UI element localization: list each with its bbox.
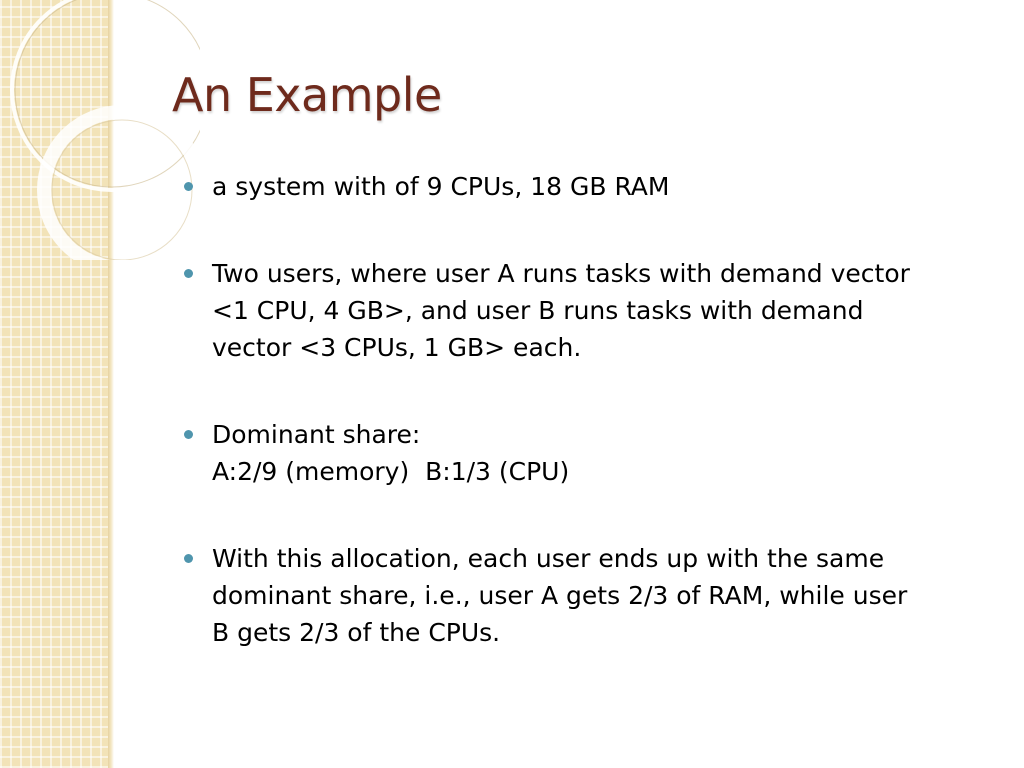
bullet-text-line: vector <3 CPUs, 1 GB> each. (212, 333, 582, 362)
bullet-dot-icon (184, 554, 193, 563)
bullet-text-line: Two users, where user A runs tasks with … (212, 259, 910, 288)
slide-title: An Example (172, 68, 442, 122)
bullet-text-line: With this allocation, each user ends up … (212, 544, 885, 573)
bullet-dot-icon (184, 430, 193, 439)
bullet-dot-icon (184, 269, 193, 278)
bullet-text-line: A:2/9 (memory) B:1/3 (CPU) (212, 457, 570, 486)
bullet-item: Dominant share: A:2/9 (memory) B:1/3 (CP… (182, 416, 1002, 490)
bullet-dot-icon (184, 182, 193, 191)
decorative-rings (10, 0, 200, 260)
bullet-text-line: dominant share, i.e., user A gets 2/3 of… (212, 581, 908, 610)
bullet-text-line: a system with of 9 CPUs, 18 GB RAM (212, 172, 670, 201)
bullet-item: Two users, where user A runs tasks with … (182, 255, 1002, 366)
bullet-text-line: B gets 2/3 of the CPUs. (212, 618, 501, 647)
bullet-text-line: Dominant share: (212, 420, 421, 449)
bullet-item: With this allocation, each user ends up … (182, 540, 1002, 651)
bullet-list: a system with of 9 CPUs, 18 GB RAM Two u… (182, 168, 1002, 701)
side-panel-edge (108, 0, 114, 768)
bullet-item: a system with of 9 CPUs, 18 GB RAM (182, 168, 1002, 205)
bullet-text-line: <1 CPU, 4 GB>, and user B runs tasks wit… (212, 296, 864, 325)
